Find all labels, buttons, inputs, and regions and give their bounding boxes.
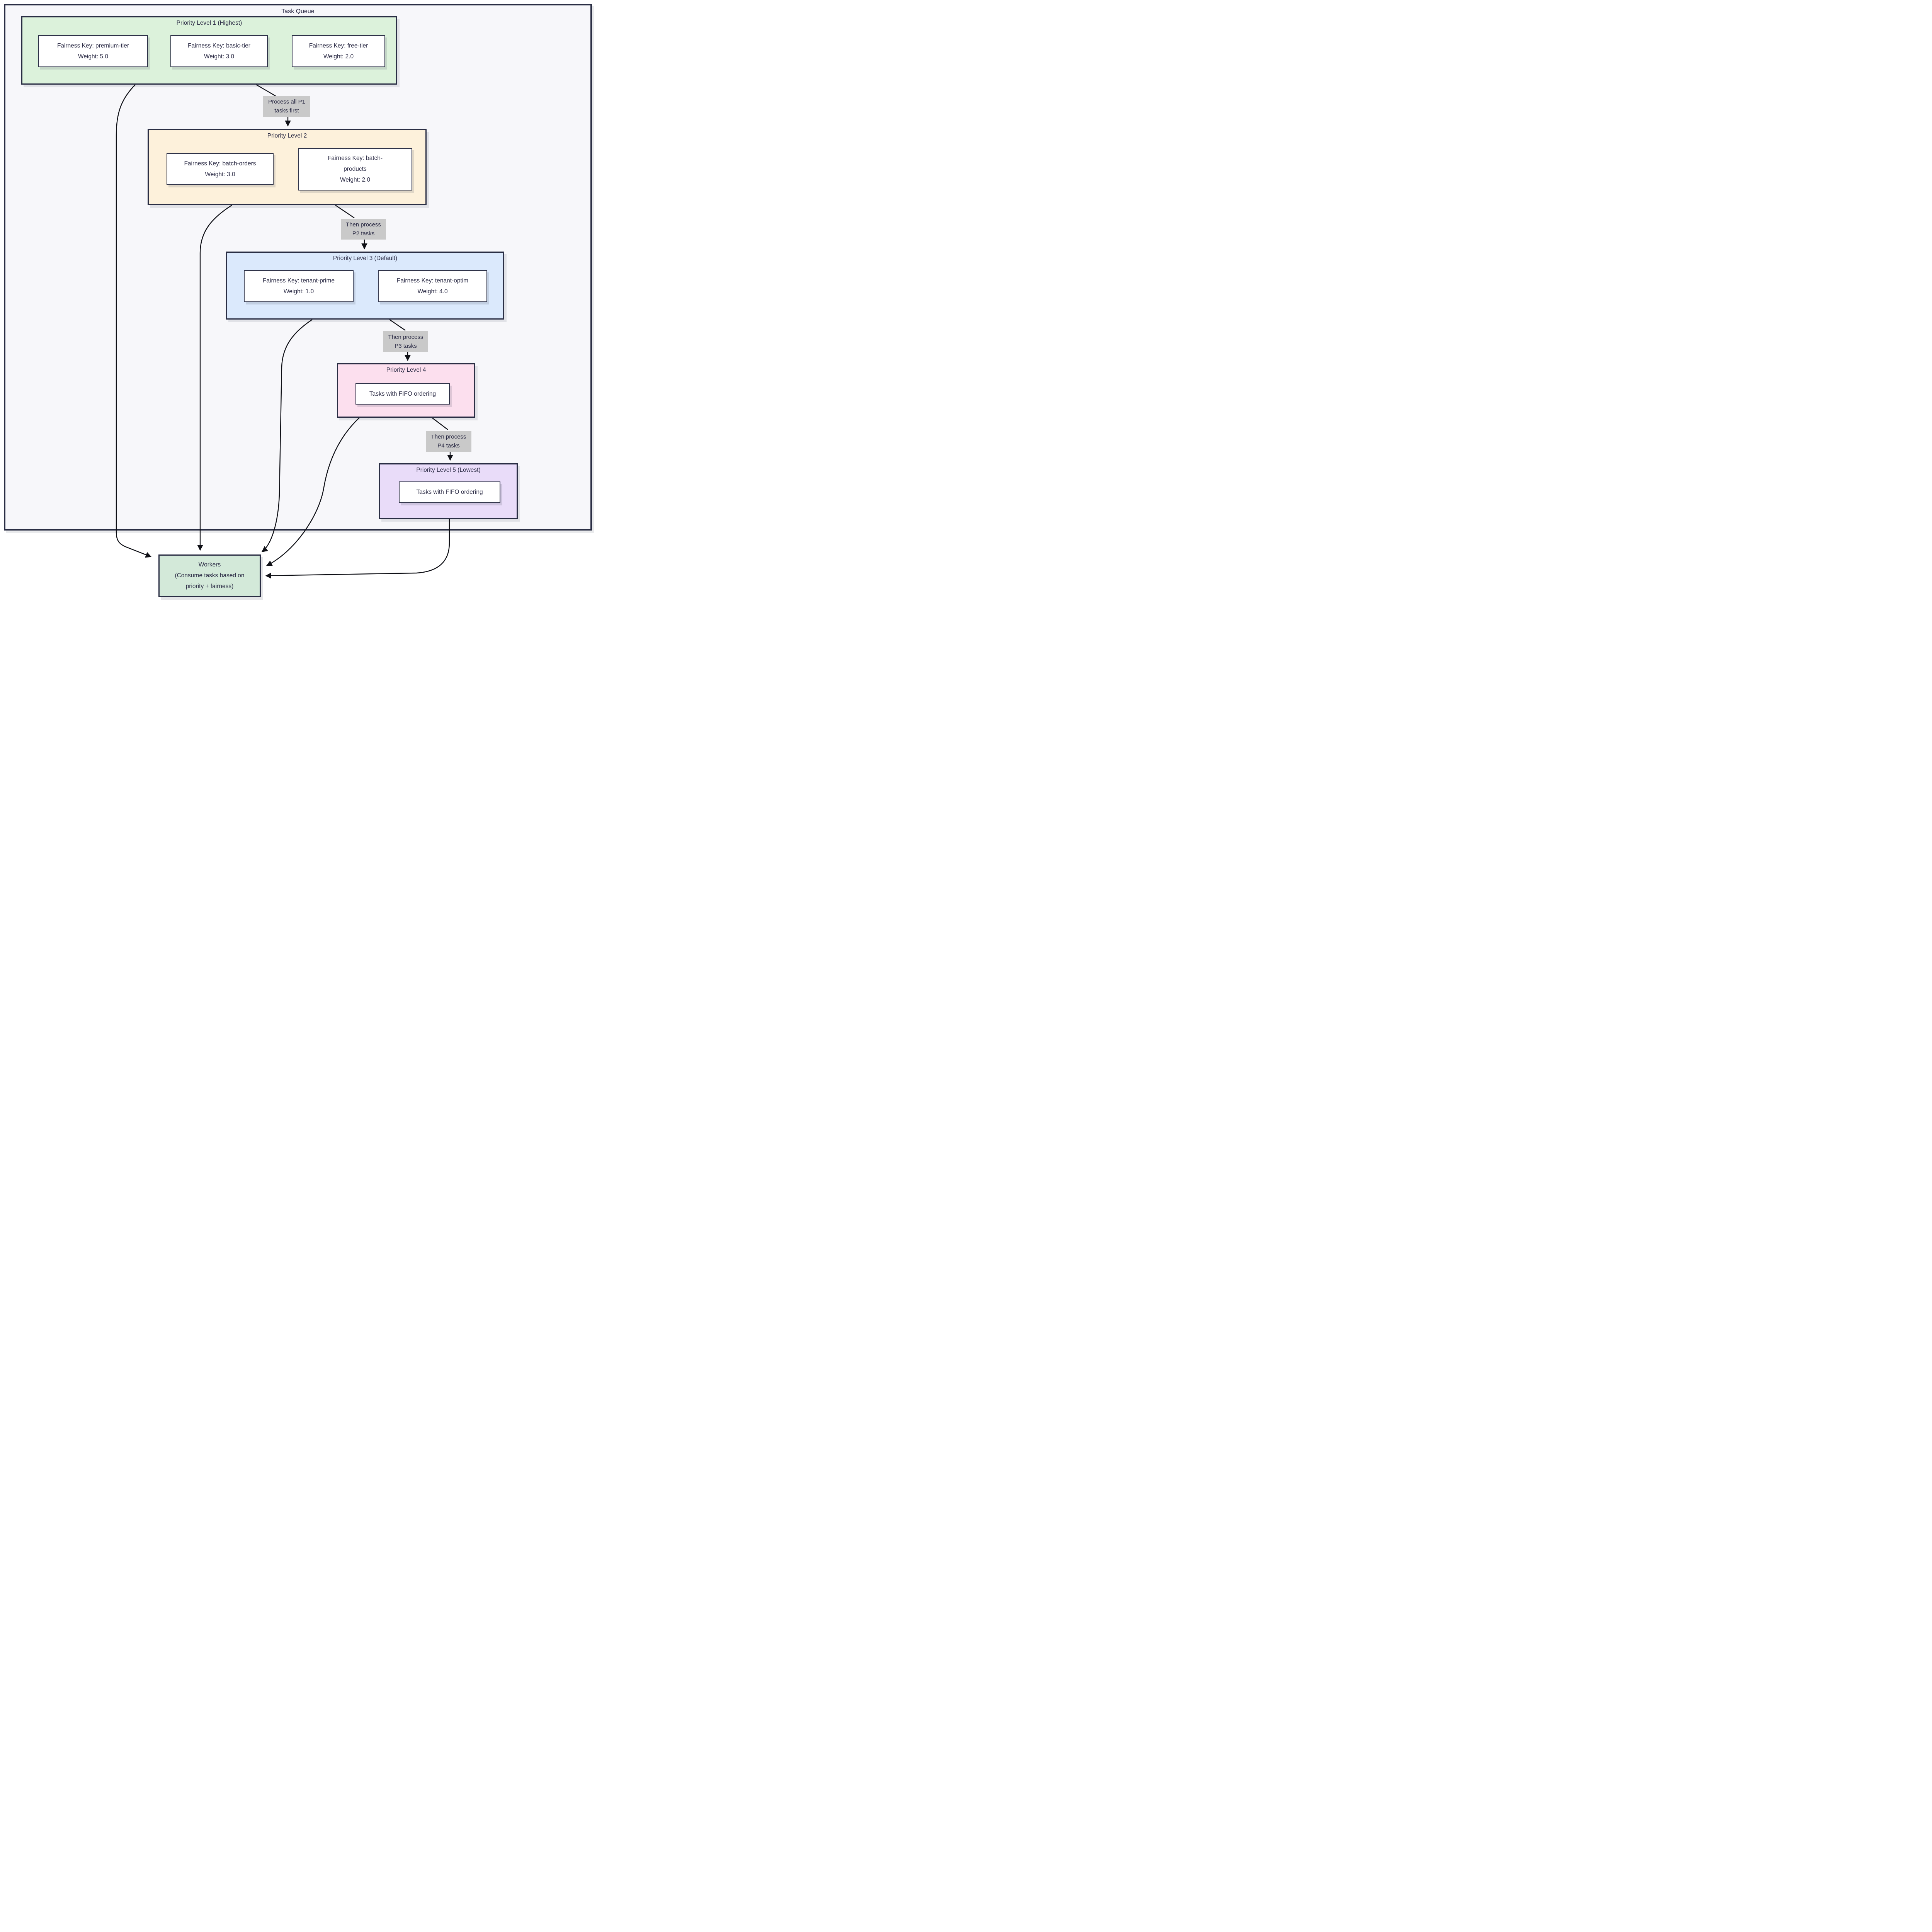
node-line: Fairness Key: free-tier (309, 42, 368, 49)
node-line: Fairness Key: basic-tier (188, 42, 250, 49)
node-line: Weight: 5.0 (78, 53, 109, 60)
node-line: Fairness Key: tenant-optim (396, 277, 469, 284)
node-workers: Workers (Consume tasks based on priority… (158, 554, 261, 597)
node-premium-tier: Fairness Key: premium-tier Weight: 5.0 (38, 35, 148, 67)
edge-label-line: Then process (346, 221, 381, 228)
edge-label-line: Process all P1 (268, 99, 305, 105)
node-line: Fairness Key: batch- (327, 155, 383, 162)
node-line: Weight: 2.0 (340, 177, 371, 183)
cluster-priority-3: Priority Level 3 (Default) Fairness Key:… (226, 252, 504, 320)
cluster-priority-5: Priority Level 5 (Lowest) Tasks with FIF… (379, 463, 518, 519)
edge-label-p4-p5: Then process P4 tasks (426, 431, 471, 452)
edge-label-p1-p2: Process all P1 tasks first (263, 96, 310, 117)
edge-label-line: P2 tasks (352, 230, 375, 237)
node-line: products (344, 166, 367, 172)
edge-label-line: P4 tasks (437, 442, 460, 449)
node-tenant-prime: Fairness Key: tenant-prime Weight: 1.0 (244, 270, 354, 302)
edge-label-line: P3 tasks (395, 343, 417, 349)
cluster-priority-4-title: Priority Level 4 (386, 367, 426, 373)
edge-label-line: Then process (431, 434, 466, 440)
cluster-priority-5-title: Priority Level 5 (Lowest) (416, 467, 481, 473)
cluster-priority-2: Priority Level 2 Fairness Key: batch-ord… (148, 129, 427, 205)
node-line: Weight: 3.0 (205, 171, 235, 178)
task-queue-title: Task Queue (281, 8, 315, 15)
node-line: Fairness Key: tenant-prime (262, 277, 335, 284)
node-line: Workers (198, 561, 221, 568)
node-p5-fifo: Tasks with FIFO ordering (399, 481, 500, 503)
node-line: Fairness Key: premium-tier (57, 42, 129, 49)
flowchart-canvas: Task Queue Priority Level 1 (Highest) Fa… (0, 0, 596, 601)
node-line: Weight: 4.0 (417, 288, 448, 295)
node-line: priority + fairness) (185, 583, 234, 590)
cluster-priority-4: Priority Level 4 Tasks with FIFO orderin… (337, 363, 475, 418)
node-line: Fairness Key: batch-orders (184, 160, 256, 167)
cluster-priority-1-title: Priority Level 1 (Highest) (176, 20, 242, 26)
cluster-priority-2-title: Priority Level 2 (267, 133, 307, 139)
node-batch-products: Fairness Key: batch- products Weight: 2.… (298, 148, 412, 190)
node-line: Weight: 1.0 (283, 288, 314, 295)
cluster-priority-3-title: Priority Level 3 (Default) (333, 255, 398, 262)
edge-label-line: tasks first (274, 107, 299, 114)
cluster-priority-1: Priority Level 1 (Highest) Fairness Key:… (21, 16, 397, 85)
node-line: (Consume tasks based on (175, 572, 245, 579)
node-line: Tasks with FIFO ordering (416, 489, 483, 495)
node-batch-orders: Fairness Key: batch-orders Weight: 3.0 (167, 153, 274, 185)
node-line: Weight: 3.0 (204, 53, 235, 60)
node-line: Weight: 2.0 (323, 53, 354, 60)
edge-label-line: Then process (388, 334, 423, 340)
node-free-tier: Fairness Key: free-tier Weight: 2.0 (292, 35, 385, 67)
edge-label-p3-p4: Then process P3 tasks (383, 331, 428, 352)
node-tenant-optim: Fairness Key: tenant-optim Weight: 4.0 (378, 270, 487, 302)
node-p4-fifo: Tasks with FIFO ordering (355, 383, 450, 405)
node-line: Tasks with FIFO ordering (369, 390, 436, 397)
edge-label-p2-p3: Then process P2 tasks (341, 219, 386, 240)
node-basic-tier: Fairness Key: basic-tier Weight: 3.0 (170, 35, 268, 67)
